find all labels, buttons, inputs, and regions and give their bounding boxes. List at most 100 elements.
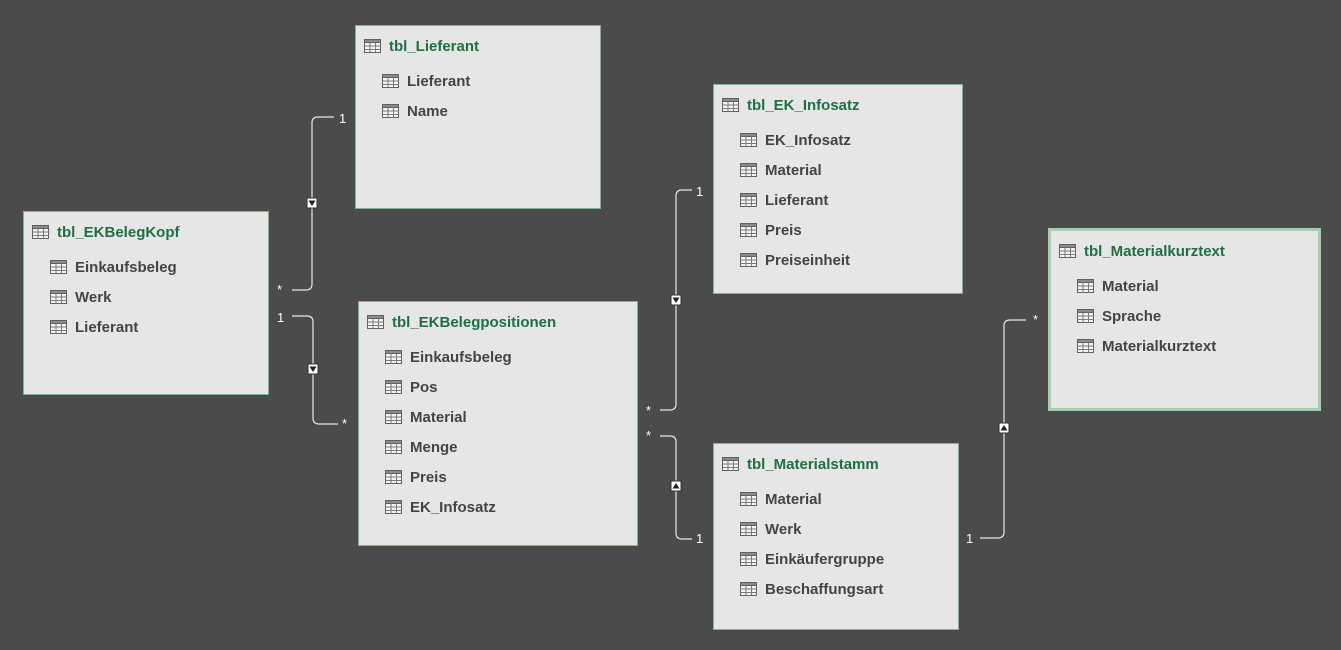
field-row[interactable]: Preis bbox=[385, 462, 637, 492]
field-icon bbox=[1077, 279, 1094, 293]
field-row[interactable]: Material bbox=[740, 155, 962, 185]
field-row[interactable]: Material bbox=[385, 402, 637, 432]
table-title: tbl_Materialkurztext bbox=[1084, 242, 1225, 260]
field-row[interactable]: Materialkurztext bbox=[1077, 331, 1318, 361]
field-name: EK_Infosatz bbox=[765, 131, 851, 149]
filter-arrow-down-icon bbox=[670, 294, 682, 306]
field-row[interactable]: Werk bbox=[50, 282, 268, 312]
filter-arrow-up-icon bbox=[670, 480, 682, 492]
relationship-kopf-positionen[interactable] bbox=[292, 315, 338, 425]
field-row[interactable]: Einkaufsbeleg bbox=[385, 342, 637, 372]
table-icon bbox=[722, 457, 739, 471]
field-name: Werk bbox=[765, 520, 802, 538]
field-name: Material bbox=[765, 161, 822, 179]
table-icon bbox=[32, 225, 49, 239]
field-icon bbox=[740, 582, 757, 596]
table-header[interactable]: tbl_Lieferant bbox=[364, 36, 600, 56]
field-name: EK_Infosatz bbox=[410, 498, 496, 516]
relationship-kopf-lieferant[interactable] bbox=[292, 116, 334, 291]
field-icon bbox=[385, 470, 402, 484]
field-icon bbox=[382, 74, 399, 88]
table-title: tbl_Materialstamm bbox=[747, 455, 879, 473]
filter-arrow-down-icon bbox=[306, 197, 318, 209]
field-row[interactable]: Menge bbox=[385, 432, 637, 462]
field-name: Einkäufergruppe bbox=[765, 550, 885, 568]
field-row[interactable]: Einkaufsbeleg bbox=[50, 252, 268, 282]
field-row[interactable]: Lieferant bbox=[50, 312, 268, 342]
field-row[interactable]: Pos bbox=[385, 372, 637, 402]
field-name: Einkaufsbeleg bbox=[410, 348, 512, 366]
relationship-positionen-infosatz[interactable] bbox=[660, 189, 692, 411]
table-header[interactable]: tbl_Materialstamm bbox=[722, 454, 958, 474]
field-row[interactable]: Preiseinheit bbox=[740, 245, 962, 275]
field-row[interactable]: Lieferant bbox=[740, 185, 962, 215]
table-header[interactable]: tbl_EK_Infosatz bbox=[722, 95, 962, 115]
table-title: tbl_Lieferant bbox=[389, 37, 480, 55]
table-icon bbox=[722, 98, 739, 112]
table-title: tbl_EKBelegpositionen bbox=[392, 313, 557, 331]
cardinality-to: 1 bbox=[339, 111, 347, 126]
field-row[interactable]: Material bbox=[1077, 271, 1318, 301]
table-header[interactable]: tbl_EKBelegpositionen bbox=[367, 312, 637, 332]
table-header[interactable]: tbl_Materialkurztext bbox=[1059, 241, 1318, 261]
field-row[interactable]: Material bbox=[740, 484, 958, 514]
filter-arrow-up-icon bbox=[998, 422, 1010, 434]
field-row[interactable]: EK_Infosatz bbox=[385, 492, 637, 522]
field-icon bbox=[740, 193, 757, 207]
field-name: Menge bbox=[410, 438, 458, 456]
field-name: Name bbox=[407, 102, 448, 120]
table-title: tbl_EK_Infosatz bbox=[747, 96, 860, 114]
field-name: Material bbox=[765, 490, 822, 508]
relationship-materialstamm-kurztext[interactable] bbox=[980, 319, 1026, 539]
table-header[interactable]: tbl_EKBelegKopf bbox=[32, 222, 268, 242]
field-name: Lieferant bbox=[765, 191, 829, 209]
cardinality-from: 1 bbox=[966, 531, 974, 546]
field-icon bbox=[740, 163, 757, 177]
field-row[interactable]: Lieferant bbox=[382, 66, 600, 96]
cardinality-from: * bbox=[277, 282, 283, 297]
table-icon bbox=[364, 39, 381, 53]
field-row[interactable]: Werk bbox=[740, 514, 958, 544]
table-title: tbl_EKBelegKopf bbox=[57, 223, 180, 241]
field-icon bbox=[740, 492, 757, 506]
field-icon bbox=[50, 260, 67, 274]
field-icon bbox=[740, 223, 757, 237]
field-icon bbox=[740, 133, 757, 147]
field-row[interactable]: Beschaffungsart bbox=[740, 574, 958, 604]
field-row[interactable]: Name bbox=[382, 96, 600, 126]
field-row[interactable]: Preis bbox=[740, 215, 962, 245]
field-name: Lieferant bbox=[407, 72, 471, 90]
field-row[interactable]: EK_Infosatz bbox=[740, 125, 962, 155]
field-icon bbox=[740, 552, 757, 566]
field-icon bbox=[385, 500, 402, 514]
field-icon bbox=[50, 290, 67, 304]
cardinality-from: * bbox=[646, 428, 652, 443]
field-row[interactable]: Sprache bbox=[1077, 301, 1318, 331]
field-icon bbox=[385, 380, 402, 394]
field-name: Material bbox=[410, 408, 467, 426]
cardinality-to: * bbox=[342, 416, 348, 431]
field-icon bbox=[382, 104, 399, 118]
cardinality-to: 1 bbox=[696, 531, 704, 546]
field-name: Preiseinheit bbox=[765, 251, 851, 269]
field-name: Preis bbox=[765, 221, 802, 239]
field-icon bbox=[1077, 309, 1094, 323]
field-icon bbox=[740, 522, 757, 536]
field-name: Sprache bbox=[1102, 307, 1162, 325]
field-row[interactable]: Einkäufergruppe bbox=[740, 544, 958, 574]
relationship-positionen-materialstamm[interactable] bbox=[660, 435, 692, 540]
cardinality-from: * bbox=[646, 403, 652, 418]
